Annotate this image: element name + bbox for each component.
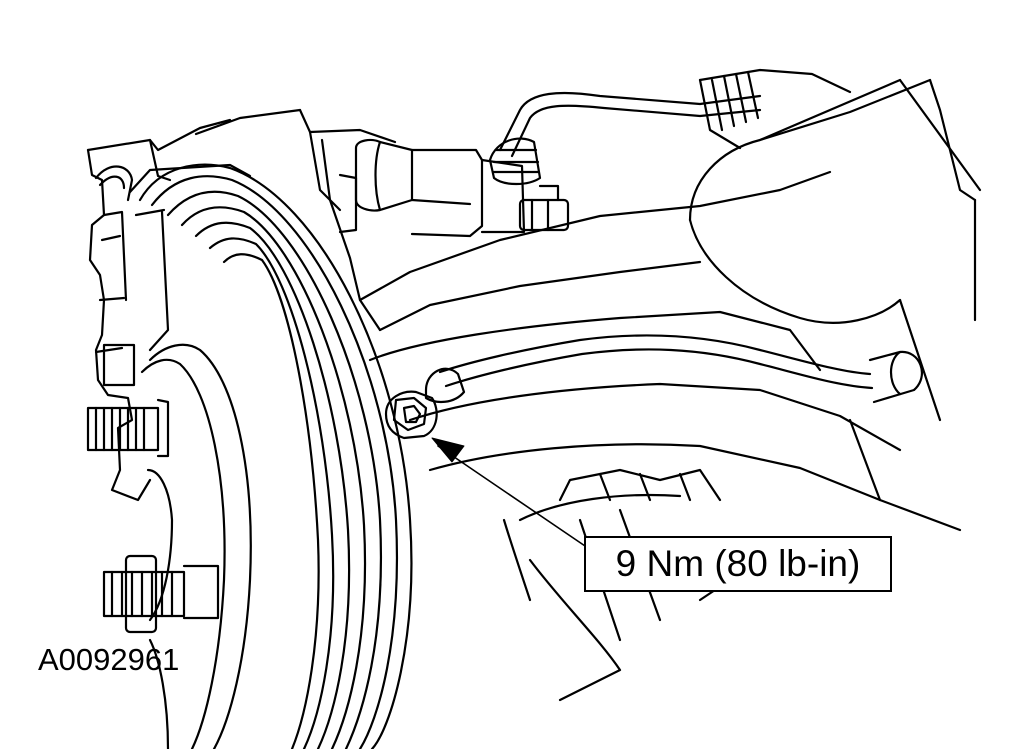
brake-rotor	[138, 163, 413, 749]
lower-brake-hose	[424, 334, 924, 404]
abs-sensor	[338, 138, 570, 238]
brake-caliper	[86, 118, 252, 502]
figure-id-label: A0092961	[38, 642, 180, 677]
leader-arrow-icon	[431, 437, 589, 549]
wheel-hub	[140, 343, 252, 749]
wheel-stud-upper	[86, 398, 170, 458]
wheel-stud-lower	[102, 554, 220, 634]
bracket-bolt	[384, 390, 438, 440]
shock-absorber	[688, 78, 982, 502]
torque-callout: 9 Nm (80 lb-in)	[584, 536, 892, 592]
upper-brake-hose	[488, 91, 762, 186]
torque-label: 9 Nm (80 lb-in)	[615, 543, 861, 584]
steering-knuckle	[194, 68, 962, 532]
